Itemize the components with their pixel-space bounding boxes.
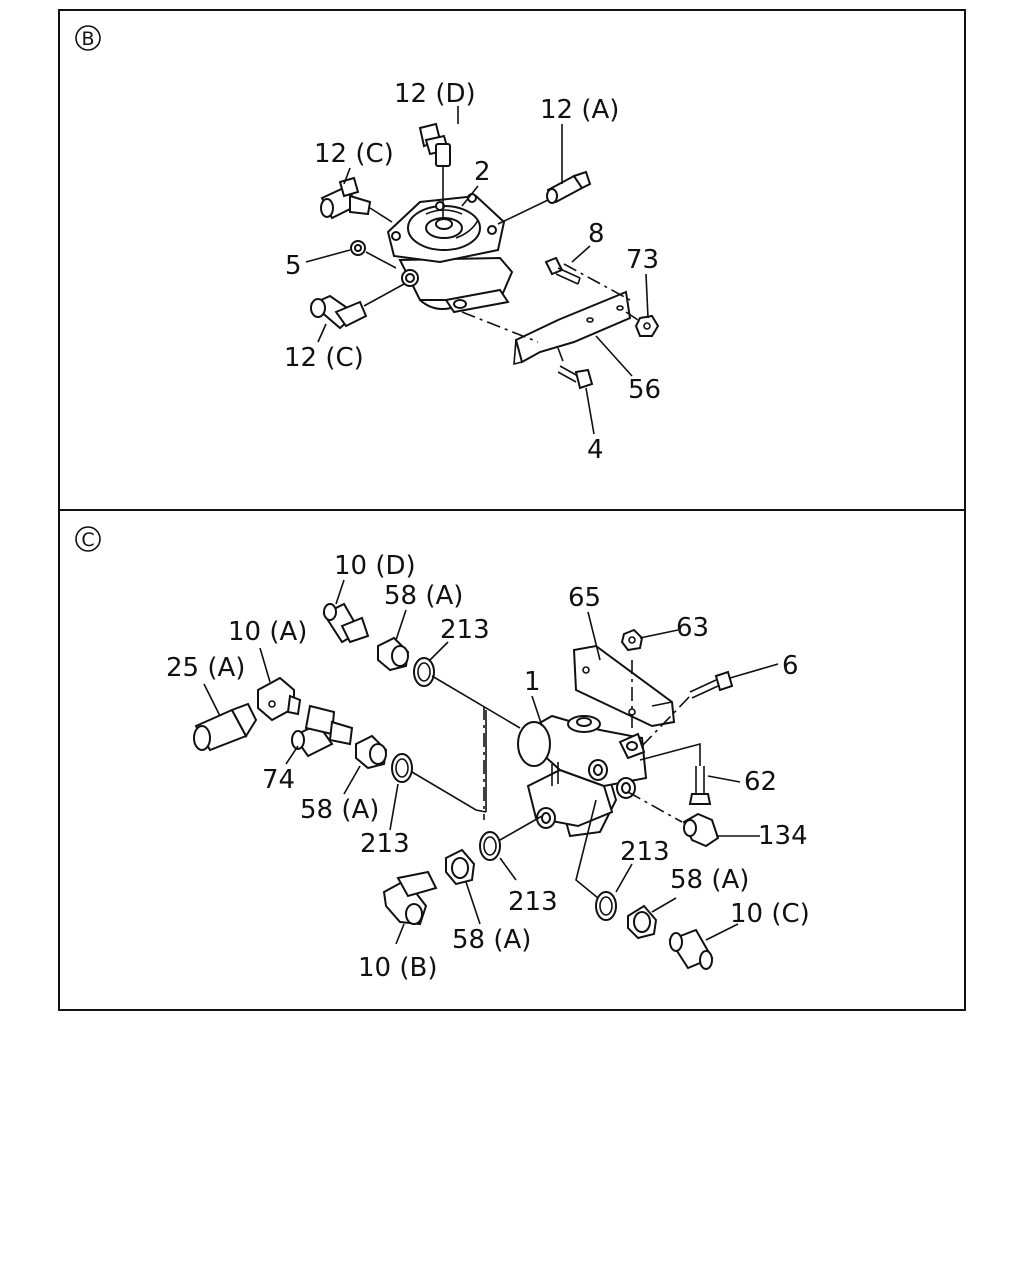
label-58a-top: 58 (A)	[384, 581, 463, 611]
label-10d: 10 (D)	[334, 551, 416, 581]
bolt-8	[544, 256, 581, 285]
label-63: 63	[676, 613, 709, 643]
label-65: 65	[568, 583, 601, 613]
nut-73	[634, 314, 660, 337]
bolt-62	[688, 766, 712, 805]
label-62: 62	[744, 767, 777, 797]
label-12c-top: 12 (C)	[314, 139, 394, 169]
union-58a-top	[377, 636, 410, 672]
fitting-12a	[497, 170, 592, 225]
label-1: 1	[524, 667, 541, 697]
union-58a-mid	[355, 734, 388, 770]
label-10a: 10 (A)	[228, 617, 307, 647]
fitting-10c	[668, 928, 714, 970]
label-12d: 12 (D)	[394, 79, 476, 109]
o-ring-213-right	[479, 831, 501, 861]
label-58a-right: 58 (A)	[670, 865, 749, 895]
fitting-10a	[257, 676, 302, 722]
svg-text:C: C	[81, 529, 94, 551]
bracket-56	[513, 290, 632, 366]
label-74: 74	[262, 765, 295, 795]
label-213-mid: 213	[360, 829, 410, 859]
panel-c-frame	[58, 509, 966, 1011]
svg-text:B: B	[81, 28, 94, 50]
label-25a: 25 (A)	[166, 653, 245, 683]
label-10b: 10 (B)	[358, 953, 437, 983]
panel-b-marker: B	[75, 25, 101, 51]
fitting-74	[291, 704, 354, 758]
relay-valve-1	[517, 714, 648, 838]
o-ring-213-top	[413, 657, 435, 687]
fitting-12c-top	[320, 176, 393, 223]
label-56: 56	[628, 375, 661, 405]
label-10c: 10 (C)	[730, 899, 810, 929]
label-2: 2	[474, 157, 491, 187]
label-4: 4	[587, 435, 604, 465]
panel-b-frame	[58, 9, 966, 511]
panel-b: B	[58, 9, 966, 511]
relay-valve-body	[386, 193, 514, 314]
bolt-6	[689, 670, 734, 699]
fitting-25a	[193, 702, 258, 752]
label-12c-bottom: 12 (C)	[284, 343, 364, 373]
bracket-65	[572, 644, 676, 728]
o-ring-213-bottom	[595, 891, 617, 921]
label-213-right: 213	[508, 887, 558, 917]
o-ring-213-mid	[391, 753, 413, 783]
label-5: 5	[285, 251, 302, 281]
label-8: 8	[588, 219, 605, 249]
label-213-bottom: 213	[620, 837, 670, 867]
union-58a-right	[627, 904, 658, 940]
nut-63	[620, 628, 644, 652]
label-73: 73	[626, 245, 659, 275]
union-58a-bottom	[445, 848, 476, 886]
label-58a-bottom: 58 (A)	[452, 925, 531, 955]
bolt-4	[557, 365, 594, 390]
plug-134	[682, 812, 720, 848]
fitting-10d	[322, 602, 370, 644]
fitting-12d	[418, 122, 451, 220]
label-134: 134	[758, 821, 808, 851]
label-58a-mid: 58 (A)	[300, 795, 379, 825]
label-213-top: 213	[440, 615, 490, 645]
fitting-12c-bottom	[310, 283, 405, 330]
panel-c: C	[58, 509, 966, 1011]
fitting-10b	[382, 870, 438, 926]
label-6: 6	[782, 651, 799, 681]
plug-5	[350, 240, 397, 269]
label-12a: 12 (A)	[540, 95, 619, 125]
panel-c-marker: C	[75, 526, 101, 552]
